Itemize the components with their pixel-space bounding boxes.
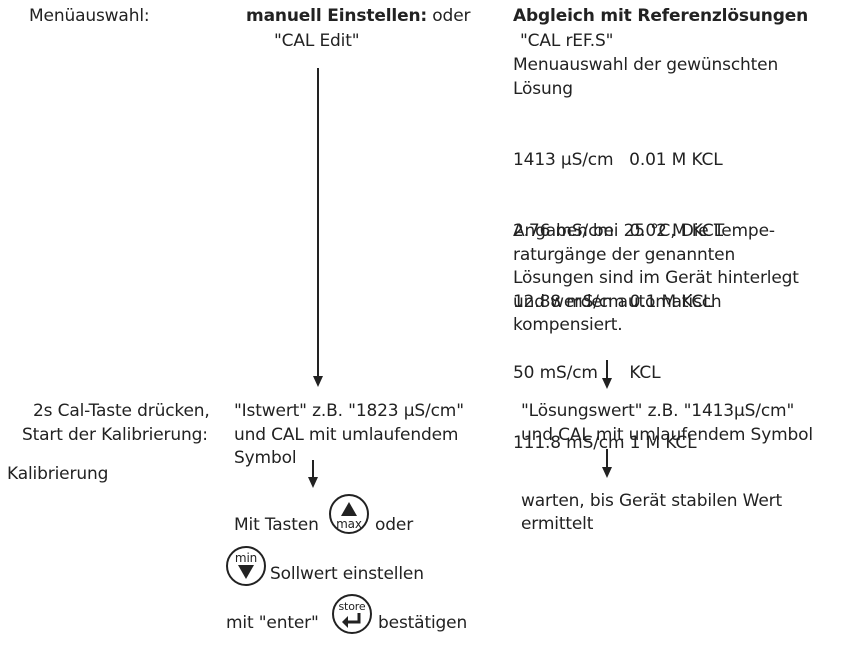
- label-press-cal: 2s Cal-Taste drücken,: [33, 401, 210, 421]
- manual-step1-line1: "Istwert" z.B. "1823 µS/cm": [234, 401, 464, 421]
- keys-line2: Sollwert einstellen: [270, 564, 424, 584]
- down-arrow-icon: [307, 477, 318, 488]
- manual-title: manuell Einstellen: oder: [246, 5, 470, 29]
- reference-subtitle: "CAL rEF.S": [520, 31, 614, 51]
- up-triangle-max-key-icon: max: [329, 494, 369, 534]
- reference-step1-line1: "Lösungswert" z.B. "1413µS/cm": [521, 401, 795, 421]
- solution-item: 2.76 mS/cm 0.02 M KCL: [513, 220, 723, 241]
- label-start-calibration: Start der Kalibrierung:: [22, 425, 208, 445]
- note-line: Angaben bei 25 °C, Die Tempe-: [513, 221, 775, 241]
- down-triangle-min-key-icon: min: [226, 546, 266, 586]
- keys-line1-pre: Mit Tasten: [234, 515, 319, 535]
- reference-arrow1-line: [606, 360, 608, 380]
- solution-item: 50 mS/cm KCL: [513, 362, 661, 383]
- manual-step1-line2: und CAL mit umlaufendem: [234, 425, 459, 445]
- manual-title-rest: oder: [427, 6, 471, 26]
- note-line: raturgänge der genannten: [513, 244, 736, 265]
- note-line: Lösungen sind im Gerät hinterlegt: [513, 268, 799, 289]
- reference-desc1: Menuauswahl der gewünschten: [513, 55, 779, 75]
- down-arrow-icon: [313, 376, 323, 387]
- note-line: und werden automatisch: [513, 291, 722, 312]
- keys-line3-pre: mit "enter": [226, 613, 319, 633]
- note-line: kompensiert.: [513, 315, 623, 336]
- reference-step1-line2: und CAL mit umlaufendem Symbol: [521, 425, 813, 445]
- label-menu: Menüauswahl:: [29, 6, 150, 26]
- reference-step2-line1: warten, bis Gerät stabilen Wert: [521, 491, 782, 511]
- solution-item: 111.8 mS/cm 1 M KCL: [513, 433, 697, 454]
- reference-title: Abgleich mit Referenzlösungen: [513, 6, 809, 26]
- down-arrow-icon: [601, 378, 612, 389]
- solution-item: 12.88 mS/cm 0.1 M KCL: [513, 291, 713, 312]
- manual-subtitle: "CAL Edit": [274, 31, 360, 51]
- down-arrow-icon: [601, 467, 612, 478]
- reference-step2-line2: ermittelt: [521, 514, 594, 534]
- manual-title-bold: manuell Einstellen:: [246, 6, 428, 26]
- manual-arrow-line: [317, 68, 319, 378]
- reference-arrow2-line: [606, 449, 608, 469]
- enter-arrow-icon: [342, 613, 361, 628]
- enter-store-key-icon: store: [332, 594, 372, 634]
- solutions-list: 1413 µS/cm 0.01 M KCL 2.76 mS/cm 0.02 M …: [513, 102, 723, 480]
- manual-arrow2-line: [312, 460, 314, 480]
- reference-desc2: Lösung: [513, 79, 573, 99]
- manual-step1-line3: Symbol: [234, 448, 297, 468]
- reference-note: Angaben bei 25 °C, Die Tempe- raturgänge…: [513, 220, 799, 338]
- solution-item: 1413 µS/cm 0.01 M KCL: [513, 150, 723, 171]
- keys-line3-post: bestätigen: [378, 613, 468, 633]
- label-calibration: Kalibrierung: [7, 464, 109, 484]
- keys-line1-post: oder: [375, 515, 414, 535]
